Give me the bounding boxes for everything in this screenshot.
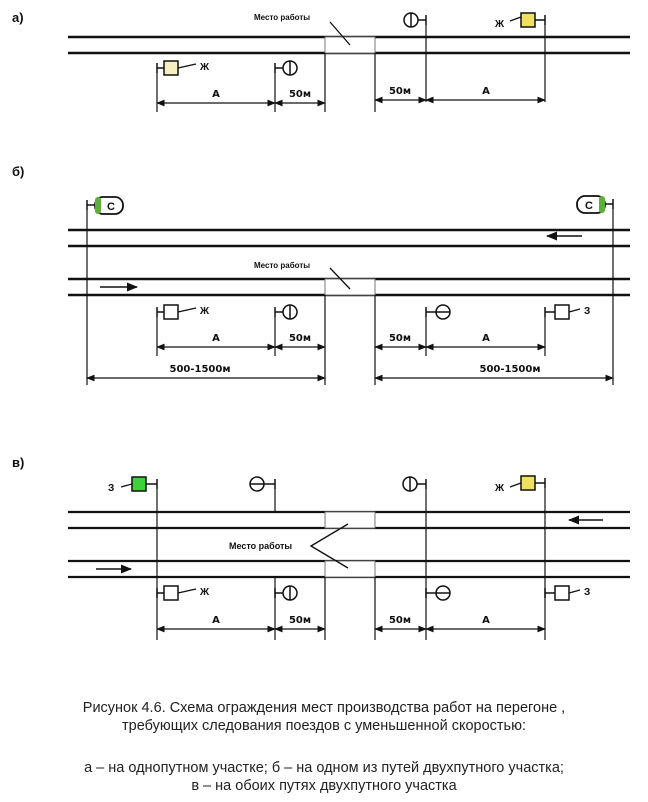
signal-label: З bbox=[584, 306, 590, 317]
dim-label: 50м bbox=[389, 333, 411, 344]
work-zone bbox=[324, 278, 376, 296]
round-signal-horizontal bbox=[425, 304, 451, 320]
round-signal bbox=[402, 476, 427, 492]
round-signal bbox=[274, 304, 298, 320]
speed-sign-right bbox=[576, 195, 614, 214]
work-place-pointer bbox=[329, 21, 351, 46]
dim-label: А bbox=[212, 615, 220, 626]
signal-label: Ж bbox=[199, 306, 210, 317]
panel-c-letter: в) bbox=[12, 455, 24, 470]
panel-b-letter: б) bbox=[12, 164, 24, 179]
work-zone bbox=[324, 511, 376, 529]
work-place-label: Место работы bbox=[254, 13, 310, 22]
caption-line-2: требующих следования поездов с уменьшенн… bbox=[121, 718, 526, 734]
caption-line-4: в – на обоих путях двухпутного участка bbox=[191, 778, 457, 794]
green-signal bbox=[120, 476, 158, 492]
panel-c: в) З Ж bbox=[12, 455, 630, 640]
work-place-pointer bbox=[329, 267, 351, 290]
dim-label: 50м bbox=[289, 615, 311, 626]
signal-label: Ж bbox=[199, 587, 210, 598]
dim-label: 50м bbox=[389, 86, 411, 97]
signal-label: Ж bbox=[494, 19, 505, 30]
caption-line-3: а – на однопутном участке; б – на одном … bbox=[84, 760, 564, 776]
round-signal-horizontal bbox=[249, 476, 276, 492]
dim-label: 50м bbox=[389, 615, 411, 626]
round-signal-horizontal bbox=[425, 585, 451, 601]
dim-label: 500-1500м bbox=[479, 364, 540, 375]
panel-a: а) Место работы Ж Ж bbox=[12, 10, 630, 112]
signal-label: Ж bbox=[494, 483, 505, 494]
square-signal bbox=[544, 585, 581, 601]
caption-line-1: Рисунок 4.6. Схема ограждения мест произ… bbox=[82, 700, 566, 716]
speed-sign-left bbox=[86, 196, 124, 215]
square-signal bbox=[156, 304, 197, 320]
yellow-signal-bottom bbox=[156, 60, 197, 76]
panel-b: б) С С Место работы bbox=[12, 164, 630, 385]
work-place-label: Место работы bbox=[254, 261, 310, 270]
dim-label: 50м bbox=[289, 89, 311, 100]
yellow-signal bbox=[509, 475, 546, 491]
dim-label: А bbox=[482, 615, 490, 626]
dim-label: 500-1500м bbox=[169, 364, 230, 375]
work-place-label: Место работы bbox=[229, 541, 292, 551]
signal-label: З bbox=[584, 587, 590, 598]
dim-label: А bbox=[482, 86, 490, 97]
round-signal-bottom bbox=[274, 60, 298, 76]
square-signal bbox=[544, 304, 581, 320]
dim-label: 50м bbox=[289, 333, 311, 344]
yellow-signal-top bbox=[509, 12, 546, 28]
dim-label: А bbox=[212, 333, 220, 344]
signal-label: З bbox=[108, 483, 114, 494]
dim-label: А bbox=[212, 89, 220, 100]
signal-label: С bbox=[585, 200, 593, 212]
dim-label: А bbox=[482, 333, 490, 344]
signal-label: С bbox=[107, 201, 115, 213]
signal-label: Ж bbox=[199, 62, 210, 73]
work-place-pointer bbox=[309, 523, 349, 569]
square-signal bbox=[156, 585, 197, 601]
round-signal bbox=[274, 585, 298, 601]
panel-a-letter: а) bbox=[12, 10, 24, 25]
work-zone bbox=[324, 560, 376, 578]
round-signal-top bbox=[403, 12, 427, 28]
